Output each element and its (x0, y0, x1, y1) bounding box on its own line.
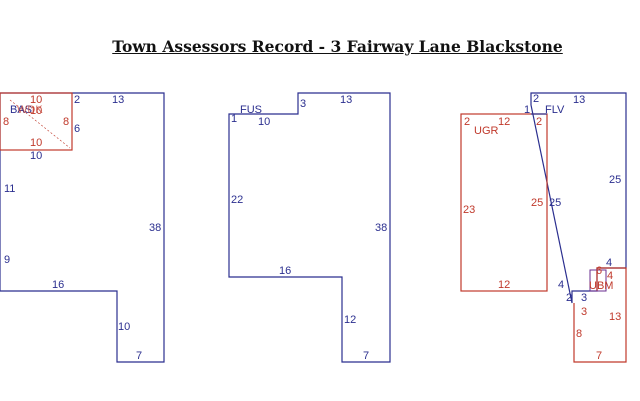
sketch-1-bottom: 7 (136, 350, 142, 362)
sketch-1-step-horizontal: 16 (52, 279, 64, 291)
sketch-3-small-top: 6 (596, 265, 602, 277)
sketch-1: BAS WDK 10 10 8 8 10 10 2 13 6 11 9 38 1… (0, 92, 165, 363)
sketch-3-main-step-right: 4 (606, 257, 612, 269)
sketch-1-top-small: 2 (74, 94, 80, 106)
sketch-3-small-side: 4 (607, 270, 613, 282)
sketch-3-main-code: FLV (545, 104, 565, 116)
sketch-1-deck-top: 10 (30, 94, 42, 106)
sketch-1-area-code: BAS (10, 104, 32, 116)
sketch-3-garage-top-right: 2 (536, 116, 542, 128)
sketch-2-step-vertical: 12 (344, 314, 356, 326)
sketch-2-corner: 1 (231, 113, 237, 125)
sketch-3-main-top-small: 2 (533, 93, 539, 105)
sketch-3-main-step-bottom: 4 (558, 279, 564, 291)
sketch-1-deck-outline (0, 92, 73, 151)
sketch-1-deck-top2: 10 (30, 105, 42, 117)
sketch-1-deck-bottom: 10 (30, 150, 42, 162)
sketch-3-garage-bottom: 12 (498, 279, 510, 291)
sketch-3-garage-code: UGR (474, 125, 499, 137)
sketch-3-garage-outline (460, 113, 548, 292)
sketch-1-deck-left: 8 (3, 116, 9, 128)
sketch-3-small-code: UBM (589, 280, 613, 292)
sketch-2-right: 38 (375, 222, 387, 234)
sketch-1-overlay-code: WDK (17, 104, 43, 116)
sketch-1-step-vertical: 10 (118, 321, 130, 333)
sketch-2: FUS 1 10 3 13 22 38 16 12 7 (228, 92, 391, 363)
sketch-1-top: 13 (112, 94, 124, 106)
sketch-2-area-code: FUS (240, 104, 262, 116)
sketch-1-deck-inner: 10 (30, 137, 42, 149)
sketch-3-main-top: 13 (573, 94, 585, 106)
sketch-1-main-outline (0, 92, 165, 363)
sketch-3-lower-right: 13 (609, 311, 621, 323)
page-title: Town Assessors Record - 3 Fairway Lane B… (112, 37, 563, 56)
sketch-1-deck-diagonal (9, 99, 71, 149)
sketch-3-main-notch-left: 2 (566, 292, 572, 304)
sketch-3-lower-bottom: 7 (596, 350, 602, 362)
sketch-3-main-notch-vertical: 3 (581, 292, 587, 304)
sketch-2-main-outline (228, 92, 391, 363)
sketch-1-left-lower: 9 (4, 254, 10, 266)
sketch-3-garage-right: 25 (531, 197, 543, 209)
sketch-3-small-outline (589, 269, 607, 292)
sketch-1-right-small: 6 (74, 123, 80, 135)
sketch-3-garage-top: 12 (498, 116, 510, 128)
sketch-3: FLV UGR UBM 2 13 1 25 25 4 4 2 3 2 12 2 … (460, 92, 627, 363)
sketch-1-deck-right: 8 (63, 116, 69, 128)
sketch-2-bottom: 7 (363, 350, 369, 362)
sketch-3-main-right: 25 (609, 174, 621, 186)
sketch-2-step-horizontal: 16 (279, 265, 291, 277)
sketch-3-main-left-small: 1 (524, 104, 530, 116)
sketch-3-lower-left: 8 (576, 328, 582, 340)
sketch-3-small-left-small: 3 (581, 306, 587, 318)
sketch-3-main-left: 25 (549, 197, 561, 209)
sketch-3-lower-outline (573, 267, 627, 363)
sketch-2-top: 13 (340, 94, 352, 106)
sketch-2-left: 22 (231, 194, 243, 206)
sketch-1-right: 38 (149, 222, 161, 234)
sketch-3-garage-left: 23 (463, 204, 475, 216)
sketch-2-top-left: 10 (258, 116, 270, 128)
sketch-3-garage-top-left: 2 (464, 116, 470, 128)
sketch-2-notch: 3 (300, 98, 306, 110)
sketch-1-left-upper: 11 (4, 183, 15, 195)
